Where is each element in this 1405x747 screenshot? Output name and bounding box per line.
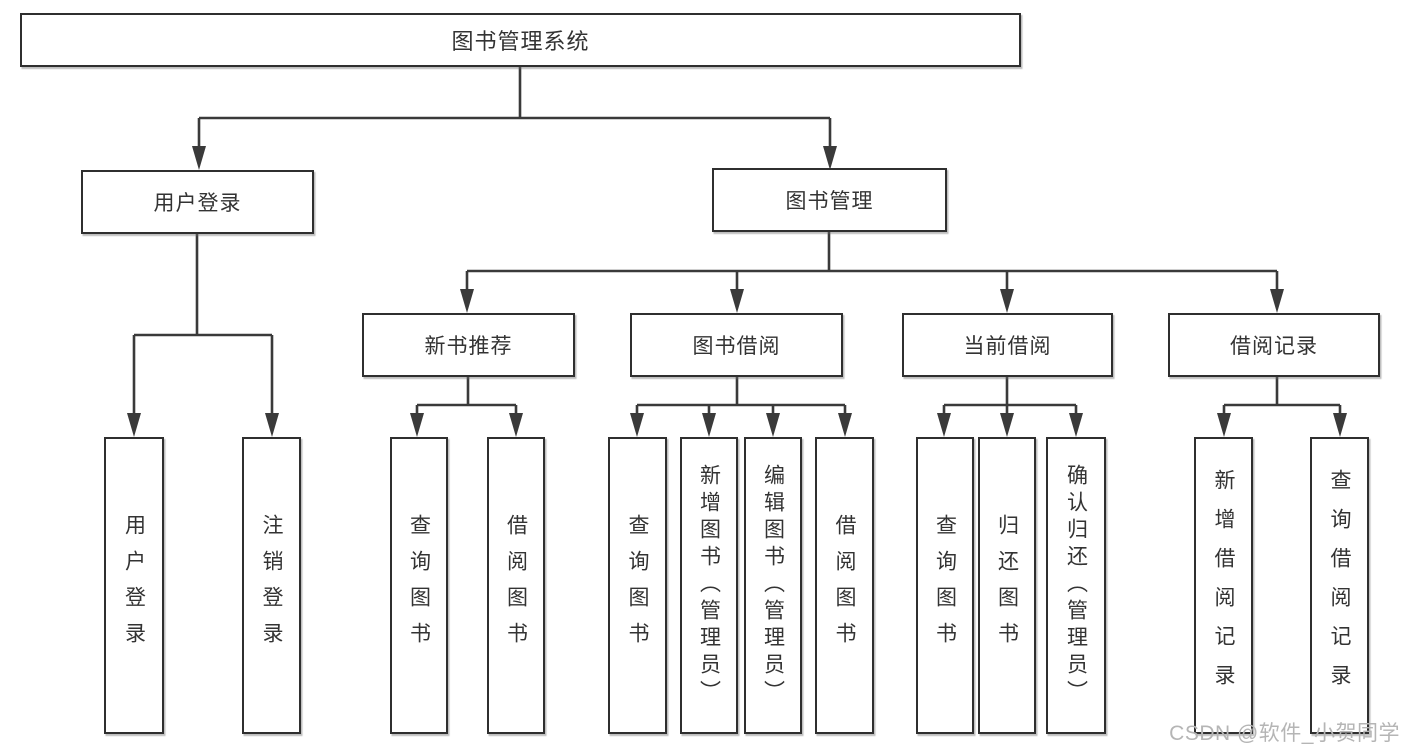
leaf-borrowing-query-book: 查询图书: [608, 437, 667, 734]
node-label: 查询图书: [933, 513, 957, 658]
arrowhead: [192, 146, 206, 170]
node-label: 查询图书: [407, 513, 431, 658]
node-current-borrowing: 当前借阅: [902, 313, 1113, 377]
node-book-borrowing: 图书借阅: [630, 313, 843, 377]
connector-book-mgmt-to-level3: [460, 232, 1284, 313]
arrowhead: [838, 413, 852, 437]
node-label: 用户登录: [122, 513, 146, 658]
arrowhead: [1217, 413, 1231, 437]
leaf-query-borrow-record: 查询借阅记录: [1310, 437, 1369, 734]
arrowhead: [1270, 289, 1284, 313]
connector-current-borrow-to-leaves: [937, 377, 1083, 437]
leaf-edit-book-admin: 编辑图书（管理员）: [744, 437, 802, 734]
leaf-add-book-admin: 新增图书（管理员）: [680, 437, 738, 734]
node-borrowing-records: 借阅记录: [1168, 313, 1380, 377]
node-label: 查询借阅记录: [1328, 468, 1351, 703]
node-book-management: 图书管理: [712, 168, 947, 232]
leaf-add-borrow-record: 新增借阅记录: [1194, 437, 1253, 734]
arrowhead: [730, 289, 744, 313]
leaf-user-login: 用户登录: [104, 437, 164, 734]
csdn-watermark: CSDN @软件_小贺同学: [1169, 722, 1400, 745]
arrowhead: [1000, 413, 1014, 437]
node-label: 图书管理系统: [451, 29, 590, 54]
node-label: 借阅图书: [833, 513, 856, 658]
leaf-borrowing-borrow-book: 借阅图书: [815, 437, 874, 734]
arrowhead: [630, 413, 644, 437]
node-label: 用户登录: [153, 192, 242, 215]
arrowhead: [1069, 413, 1083, 437]
arrowhead: [702, 413, 716, 437]
node-label: 新增图书（管理员）: [697, 464, 721, 707]
arrowhead: [937, 413, 951, 437]
node-user-login: 用户登录: [81, 170, 314, 234]
arrowhead: [460, 289, 474, 313]
leaf-recommend-borrow-book: 借阅图书: [487, 437, 545, 734]
node-label: 借阅图书: [504, 513, 528, 658]
node-label: 查询图书: [626, 513, 649, 658]
arrowhead: [265, 413, 279, 437]
connector-borrow-record-to-leaves: [1217, 377, 1347, 437]
node-label: 注销登录: [260, 513, 283, 658]
node-label: 新书推荐: [424, 335, 513, 358]
node-label: 当前借阅: [963, 335, 1052, 358]
arrowhead: [766, 413, 780, 437]
node-label: 图书借阅: [692, 335, 781, 358]
connector-book-borrow-to-leaves: [630, 377, 852, 437]
arrowhead: [410, 413, 424, 437]
arrowhead: [1000, 289, 1014, 313]
node-label: 图书管理: [785, 190, 874, 213]
leaf-current-query-book: 查询图书: [916, 437, 974, 734]
node-new-book-recommendation: 新书推荐: [362, 313, 575, 377]
leaf-return-book: 归还图书: [978, 437, 1036, 734]
node-label: 新增借阅记录: [1212, 468, 1235, 703]
node-library-management-system: 图书管理系统: [20, 13, 1021, 67]
node-label: 借阅记录: [1230, 335, 1318, 358]
leaf-confirm-return-admin: 确认归还（管理员）: [1046, 437, 1106, 734]
node-label: 编辑图书（管理员）: [761, 464, 785, 707]
connector-user-login-to-leaves: [127, 234, 279, 437]
arrowhead: [1333, 413, 1347, 437]
arrowhead: [509, 413, 523, 437]
arrowhead: [127, 413, 141, 437]
leaf-logout: 注销登录: [242, 437, 301, 734]
node-label: 归还图书: [995, 513, 1019, 658]
node-label: 确认归还（管理员）: [1064, 464, 1088, 707]
connector-root-to-level2: [192, 67, 837, 170]
leaf-recommend-query-book: 查询图书: [390, 437, 448, 734]
arrowhead: [823, 146, 837, 170]
connector-new-book-rec-to-leaves: [410, 377, 523, 437]
